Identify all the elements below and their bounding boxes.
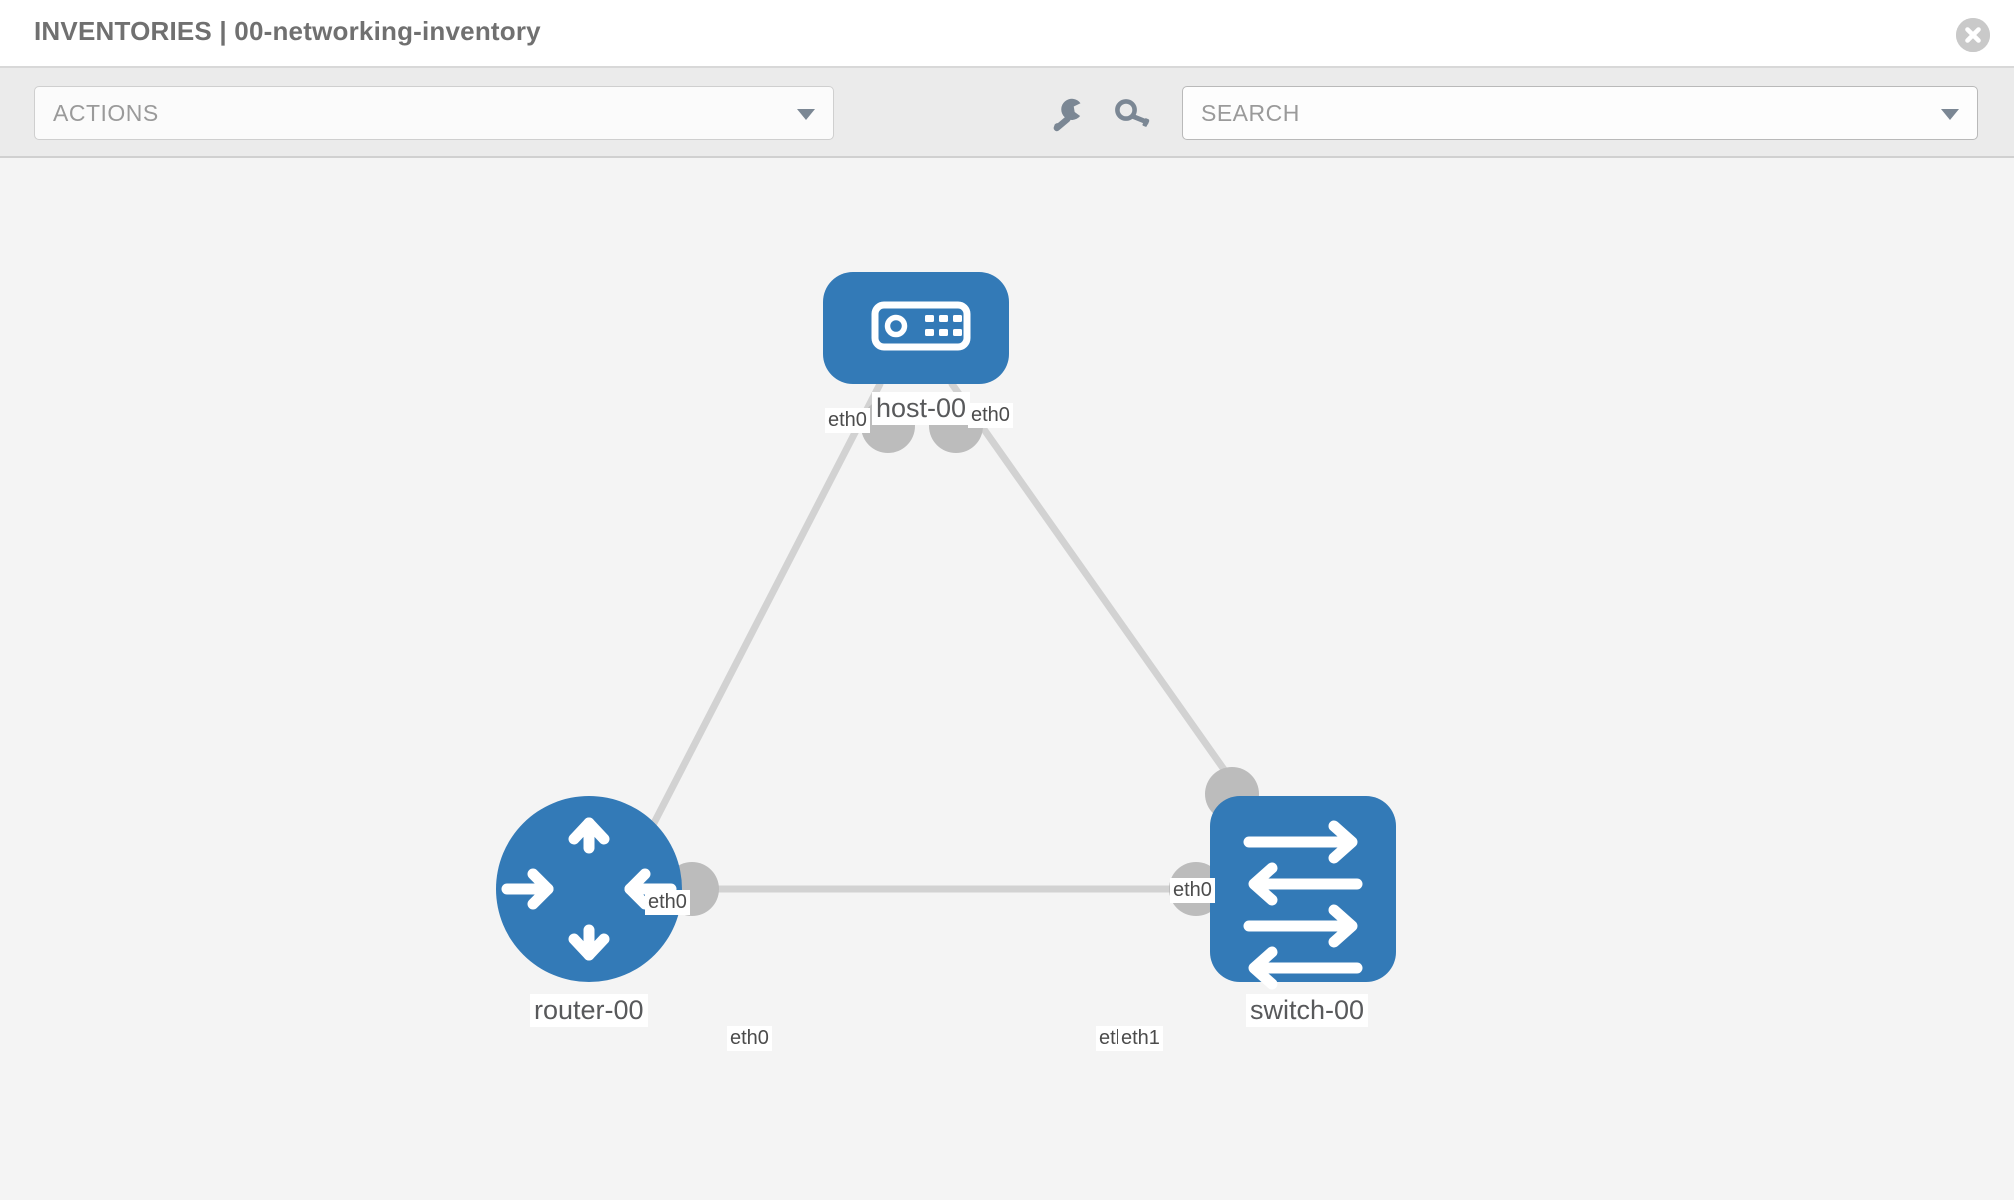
close-icon[interactable] — [1956, 18, 1990, 52]
node-label-switch: switch-00 — [1246, 994, 1369, 1027]
chevron-down-icon — [797, 109, 815, 120]
chevron-down-icon[interactable] — [1941, 109, 1959, 120]
node-switch-00[interactable] — [1210, 796, 1396, 990]
wrench-icon[interactable] — [1048, 96, 1088, 134]
search-input[interactable]: SEARCH — [1182, 86, 1978, 140]
link-label-router-up: eth0 — [645, 890, 690, 915]
link-label-host-left: eth0 — [825, 408, 870, 433]
link-label-switch-up: eth0 — [1170, 878, 1215, 903]
link-label-host-right: eth0 — [968, 403, 1013, 428]
link-host-switch — [948, 380, 1234, 782]
node-label-host: host-00 — [872, 392, 971, 425]
search-placeholder: SEARCH — [1201, 100, 1300, 126]
link-label-router-right: eth0 — [727, 1026, 772, 1051]
topology-canvas[interactable]: host-00 router-00 switch-00 eth0 eth0 et… — [0, 158, 2014, 1200]
link-label-switch-left: eth1 — [1118, 1026, 1163, 1051]
toolbar: ACTIONS SEARCH — [0, 68, 2014, 158]
node-host-00[interactable] — [823, 272, 1009, 384]
actions-dropdown[interactable]: ACTIONS — [34, 86, 834, 140]
node-label-router: router-00 — [530, 994, 648, 1027]
topology-graph — [496, 272, 1396, 990]
page-header: INVENTORIES | 00-networking-inventory — [0, 0, 2014, 68]
actions-dropdown-label: ACTIONS — [53, 100, 159, 126]
node-router-00[interactable] — [496, 796, 682, 982]
key-icon[interactable] — [1113, 96, 1153, 134]
link-host-router — [632, 380, 884, 862]
page-title: INVENTORIES | 00-networking-inventory — [34, 16, 541, 46]
